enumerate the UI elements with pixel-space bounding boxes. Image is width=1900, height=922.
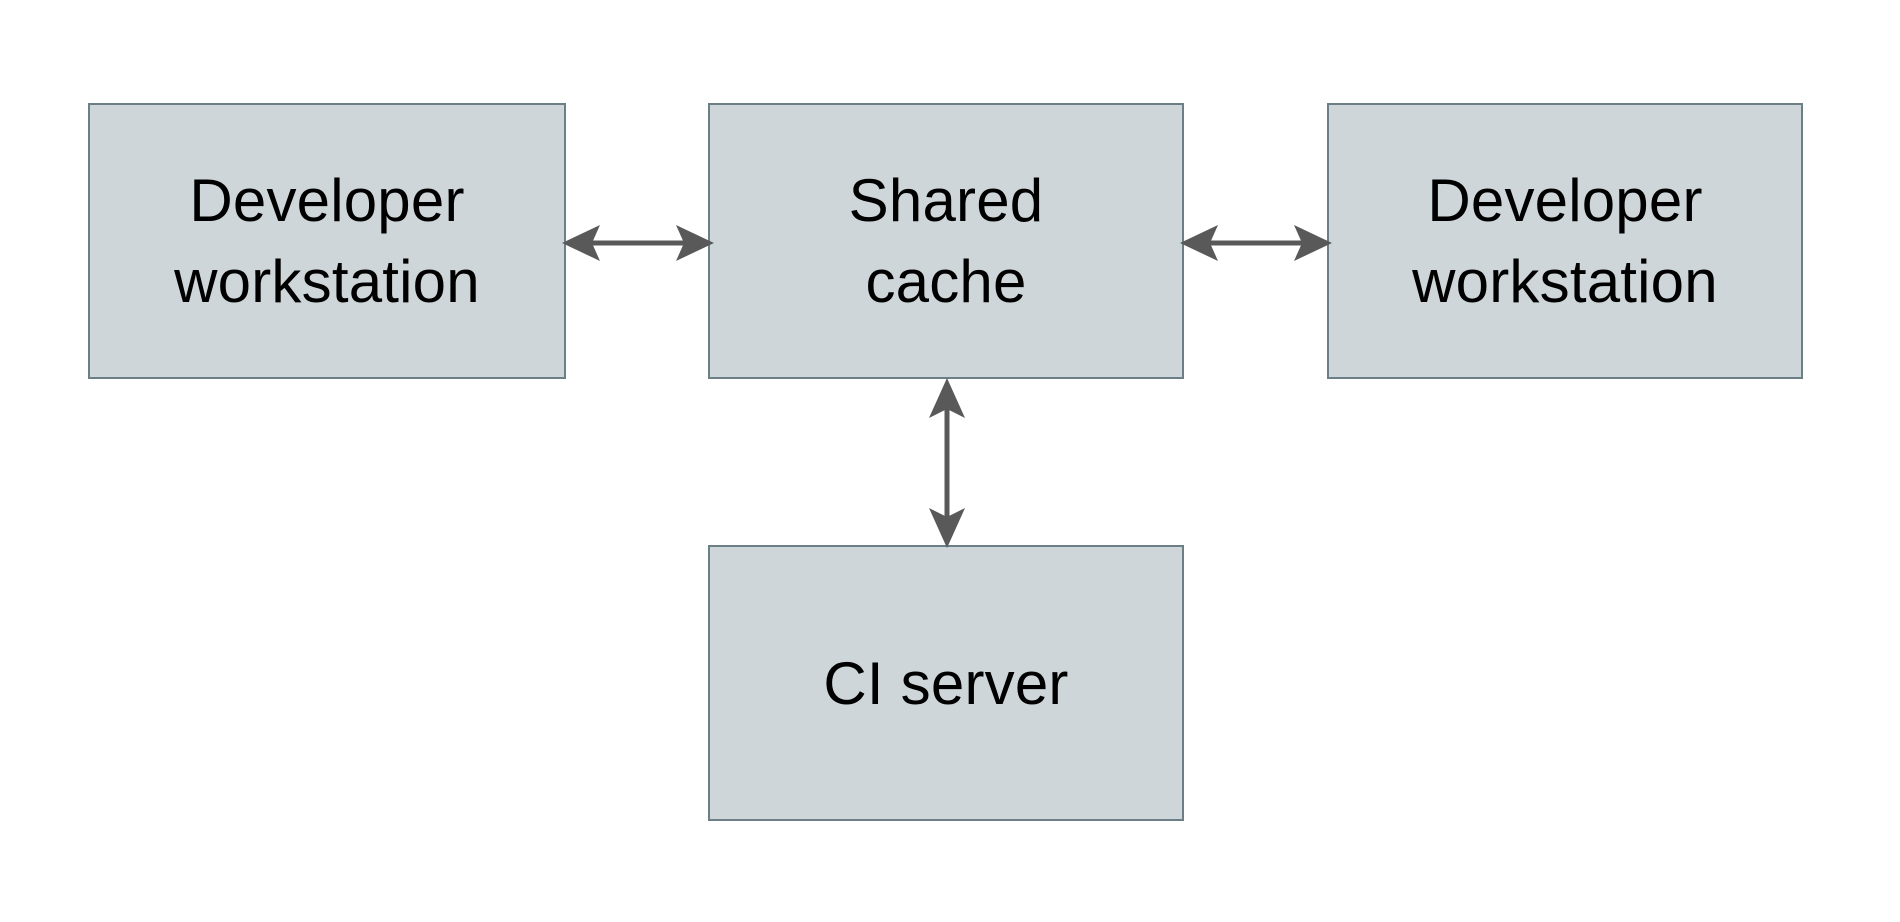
connector-shared-cache-to-ci-server[interactable]: [916, 375, 978, 551]
arrow-head-left-icon: [562, 225, 600, 261]
connector-shared-cache-to-dev-right[interactable]: [1178, 212, 1334, 274]
connector-dev-left-to-shared-cache[interactable]: [560, 212, 716, 274]
arrow-head-down-icon: [929, 508, 965, 548]
node-developer-workstation-left[interactable]: Developer workstation: [88, 103, 566, 379]
node-developer-workstation-right[interactable]: Developer workstation: [1327, 103, 1803, 379]
node-label: Shared cache: [848, 167, 1044, 315]
node-label: Developer workstation: [174, 167, 480, 315]
node-shared-cache[interactable]: Shared cache: [708, 103, 1184, 379]
node-label: Developer workstation: [1412, 167, 1718, 315]
arrow-head-right-icon: [676, 225, 714, 261]
node-ci-server[interactable]: CI server: [708, 545, 1184, 821]
arrow-head-right-icon: [1294, 225, 1332, 261]
arrow-head-up-icon: [929, 378, 965, 418]
arrow-head-left-icon: [1180, 225, 1218, 261]
node-label: CI server: [823, 649, 1069, 717]
